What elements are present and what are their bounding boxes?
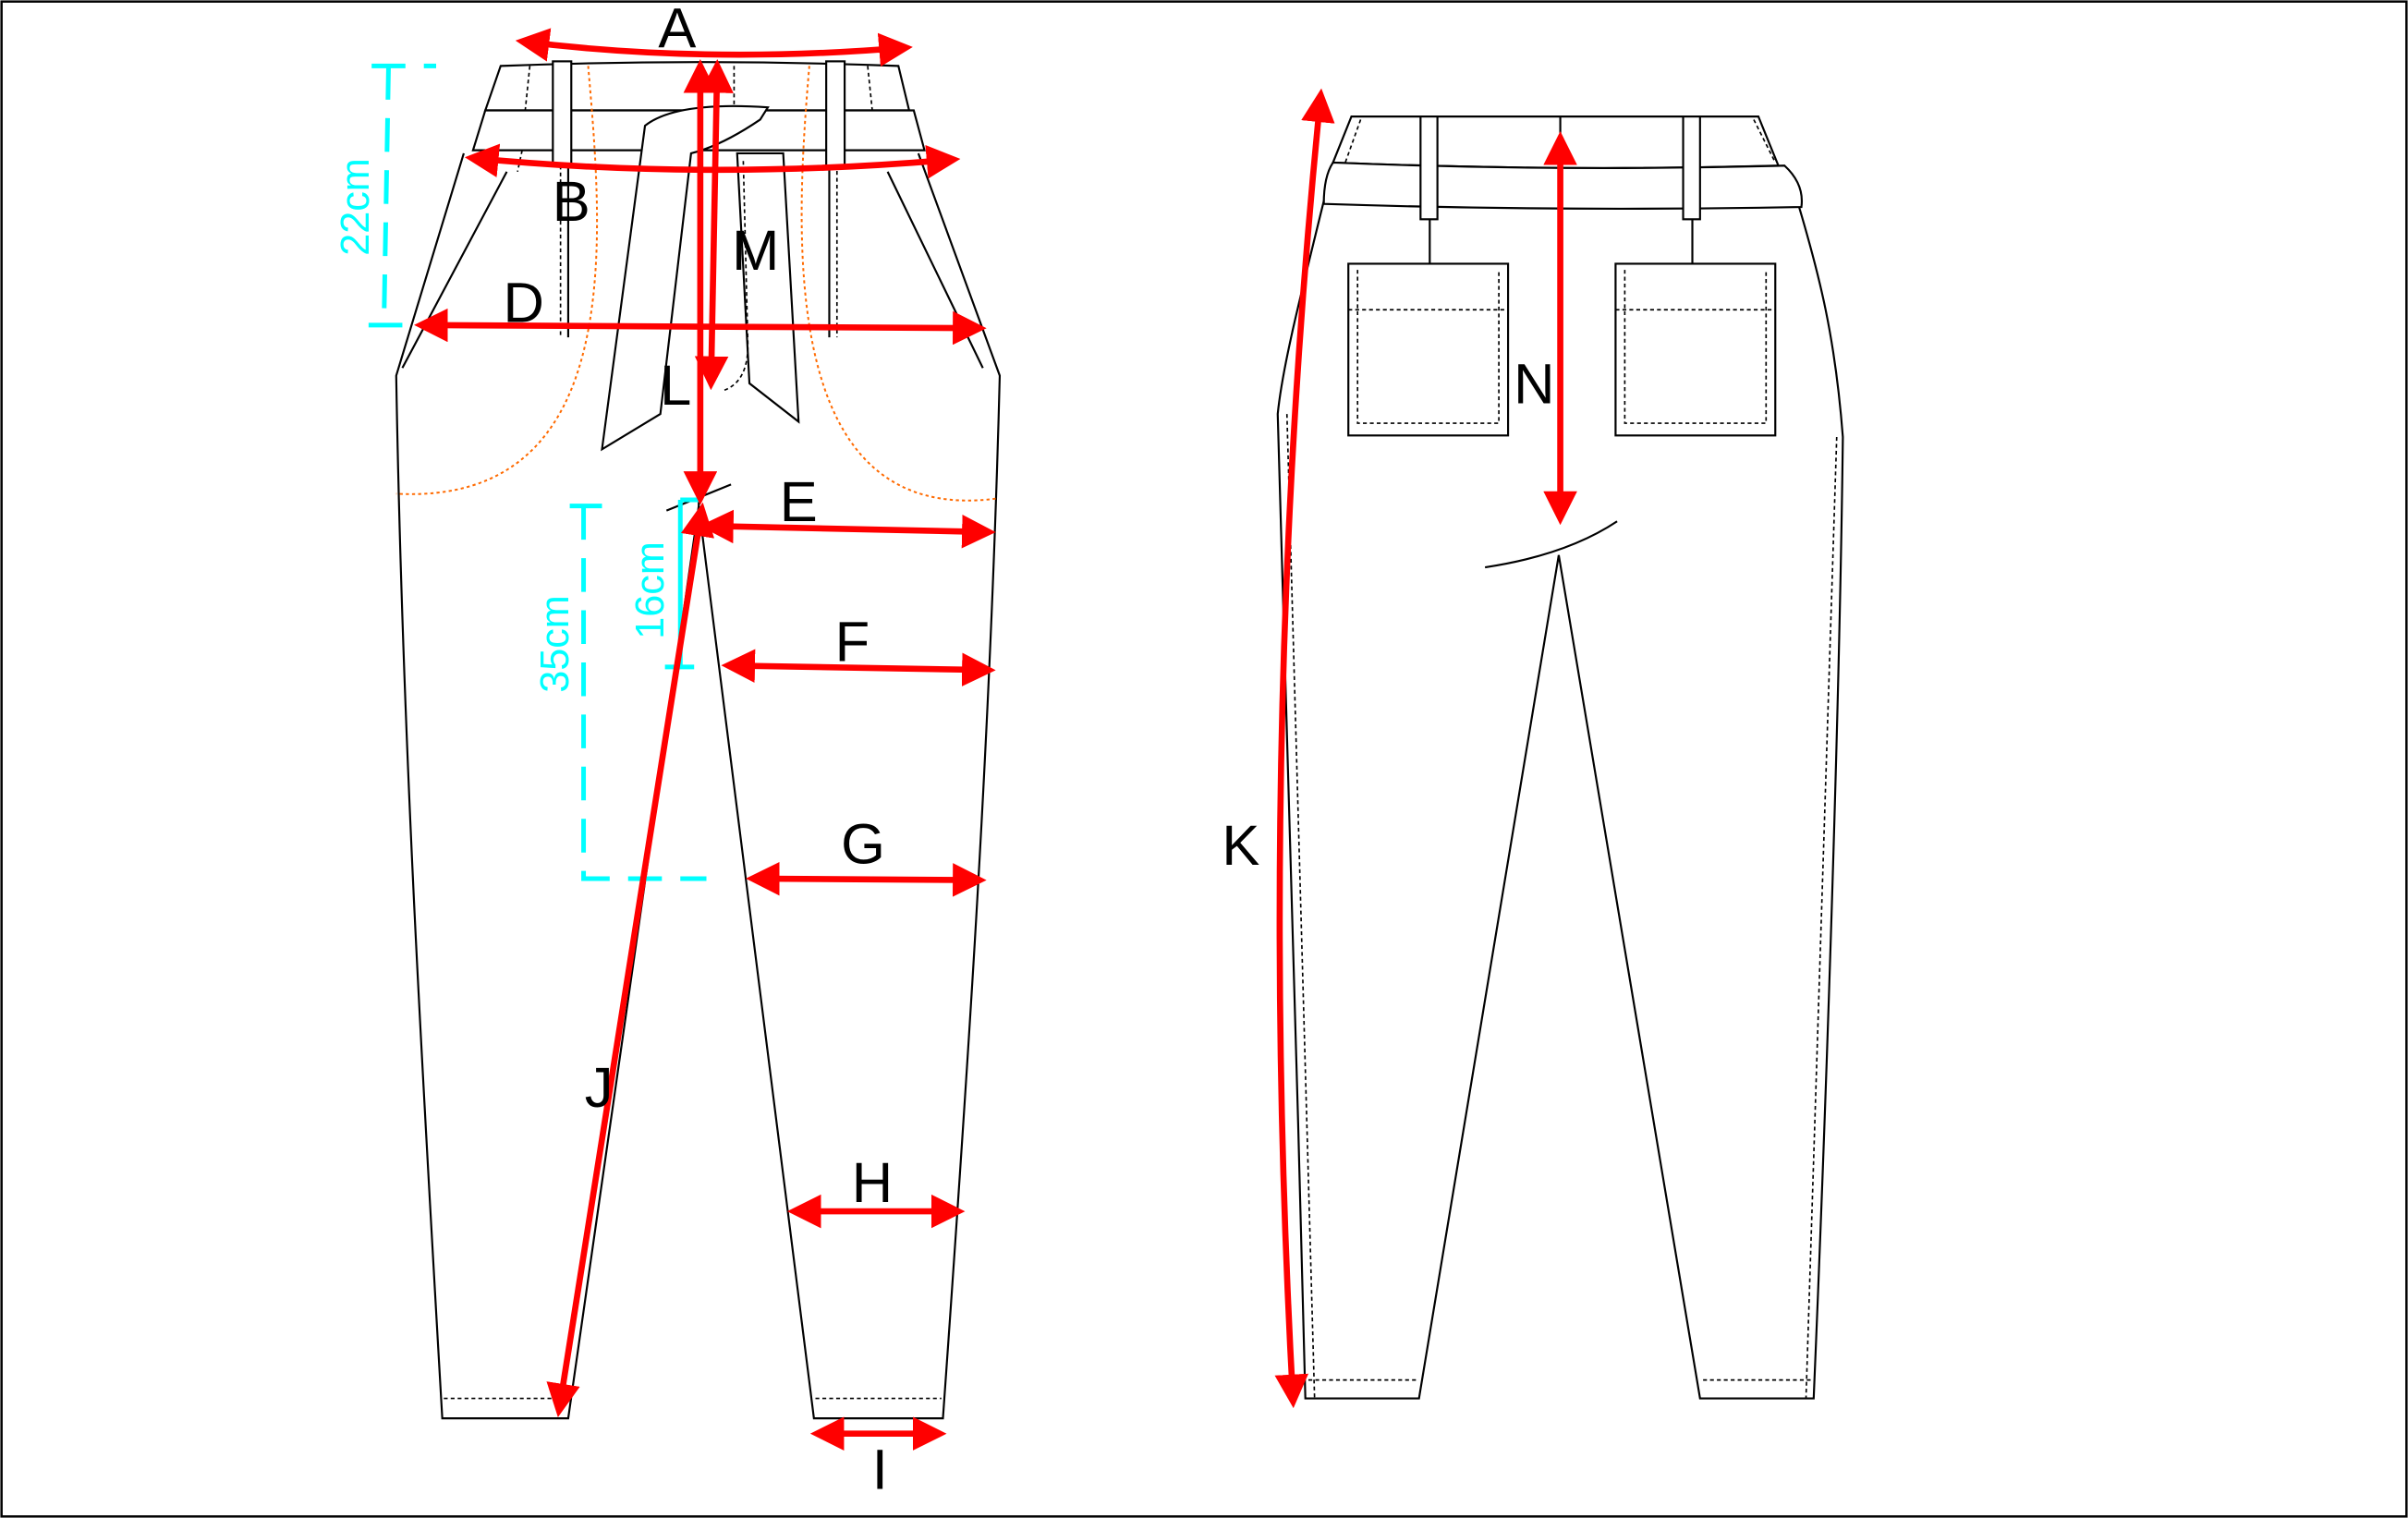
label-m: M [732, 219, 779, 283]
label-k: K [1222, 814, 1259, 878]
label-g: G [841, 812, 885, 876]
back-pocket-stitching [1348, 270, 1776, 424]
pocket-connectors [1429, 219, 1694, 264]
label-d: D [504, 272, 544, 335]
front-belt-loop-left [552, 60, 573, 167]
back-belt-loop-left [1419, 115, 1439, 221]
front-view-trousers [395, 60, 1002, 1420]
label-j: J [585, 1056, 614, 1120]
label-a: A [658, 0, 696, 60]
back-view-trousers [1276, 115, 1844, 1400]
label-n: N [1514, 353, 1554, 417]
back-waistband [1332, 115, 1781, 169]
label-l: L [660, 354, 691, 418]
label-e: E [780, 470, 818, 534]
dim-22cm-line [371, 63, 437, 325]
front-belt-loop-right [825, 60, 846, 167]
measurement-labels: A B M D L E F G H I J K N [504, 0, 1555, 1501]
arrow-k-outseam [1274, 88, 1335, 1409]
dim-22cm-label: 22cm [334, 158, 378, 256]
label-h: H [852, 1151, 893, 1215]
left-pocket-bag [395, 66, 599, 495]
arrow-g-knee [746, 861, 987, 897]
dim-16cm-label: 16cm [628, 541, 673, 639]
label-i: I [872, 1439, 888, 1502]
label-f: F [835, 610, 870, 674]
back-pocket-left [1347, 262, 1510, 437]
dim-35cm-label: 35cm [533, 595, 578, 693]
measurement-arrows [414, 28, 1577, 1451]
arrow-j-inseam [546, 502, 715, 1418]
back-pocket-right [1614, 262, 1777, 437]
right-pocket-bag [800, 66, 999, 502]
label-b: B [553, 170, 590, 234]
front-stitching [517, 66, 873, 338]
arrow-f-upper-leg [721, 649, 996, 686]
arrow-a-waist [515, 28, 913, 67]
arrow-e-thigh [699, 509, 996, 549]
seat-curve [1484, 520, 1618, 569]
back-belt-loop-right [1682, 115, 1701, 221]
